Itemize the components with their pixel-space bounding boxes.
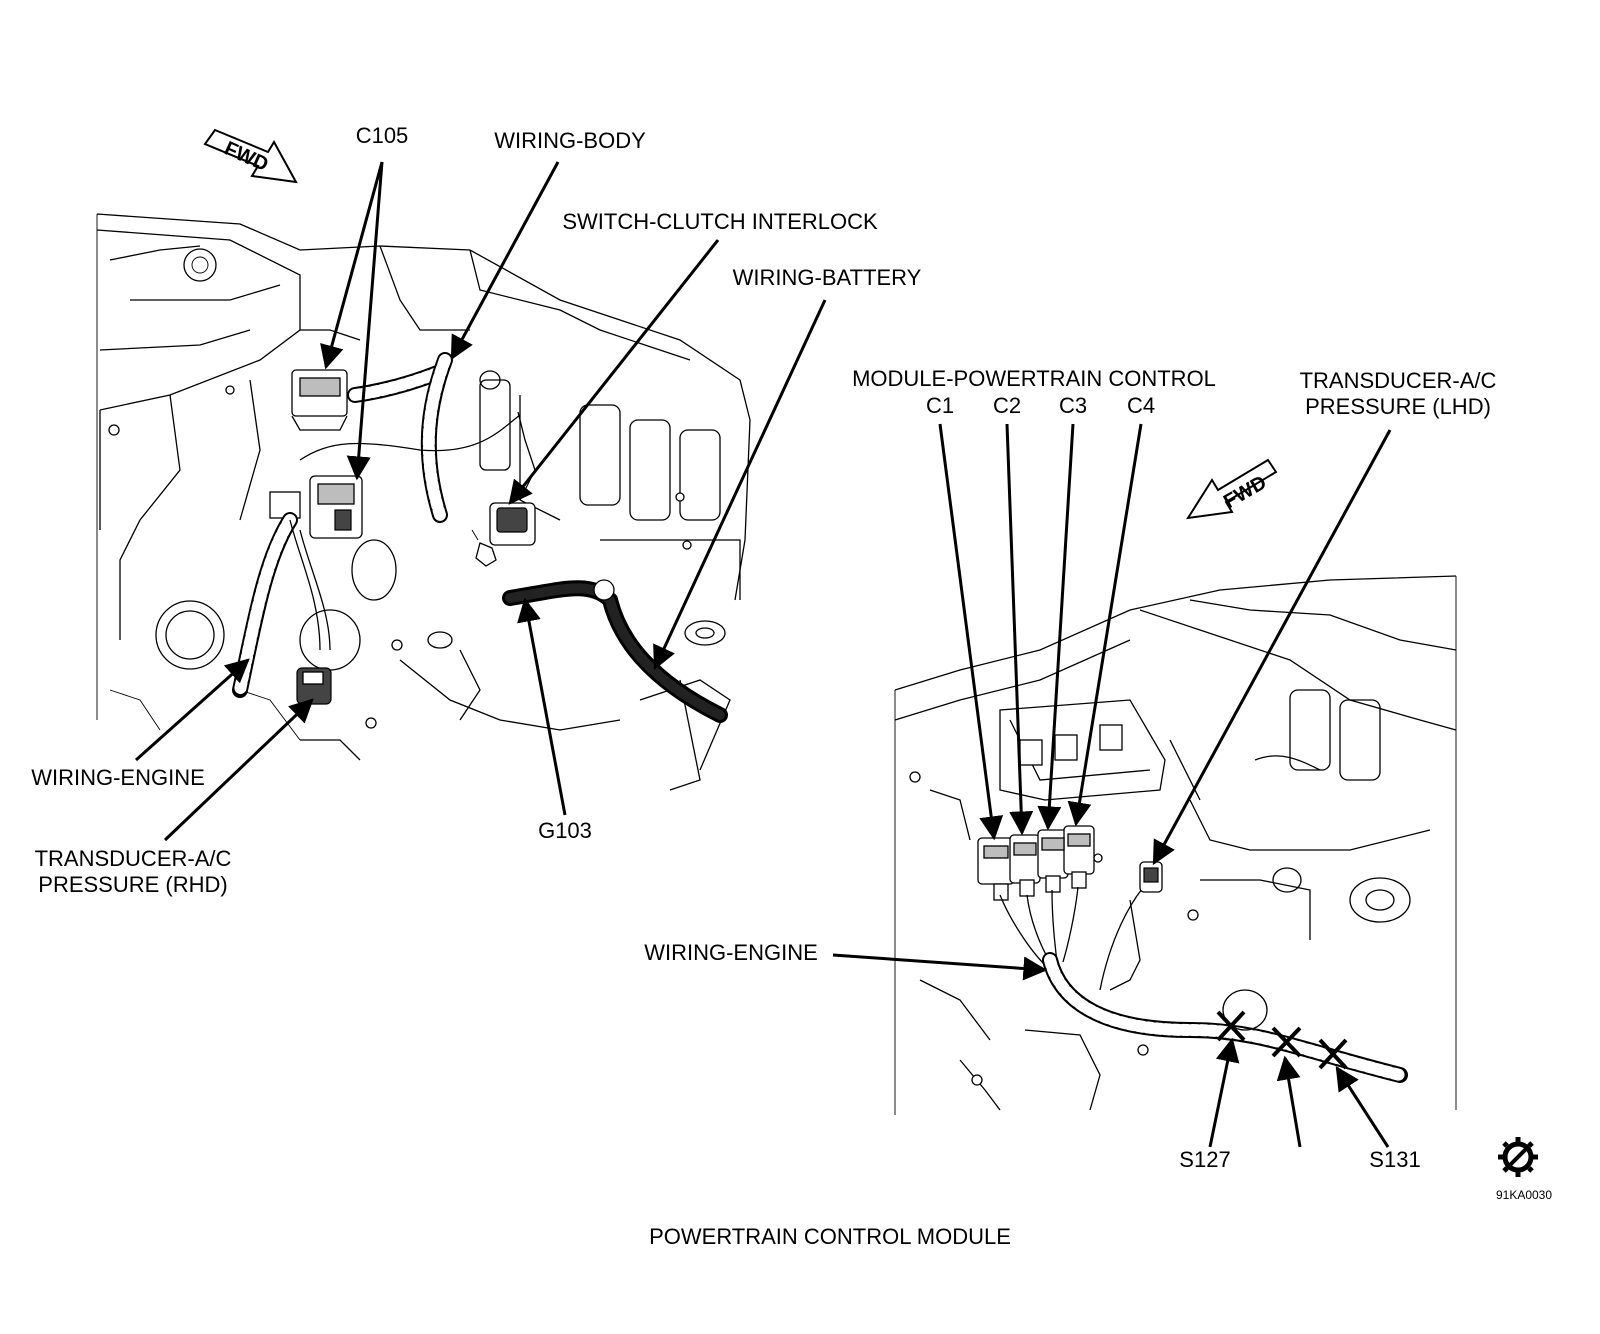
label-wiring-body: WIRING-BODY: [494, 128, 646, 153]
label-s127: S127: [1179, 1147, 1230, 1172]
label-transducer-rhd-line2: PRESSURE (RHD): [38, 872, 227, 897]
label-c2: C2: [993, 393, 1021, 418]
right-engine-view: [894, 575, 1457, 1115]
label-module-powertrain-control: MODULE-POWERTRAIN CONTROL: [852, 366, 1216, 391]
fwd-arrow-right: FWD: [1186, 458, 1278, 520]
gear-logo-icon: [1498, 1137, 1538, 1177]
leader-lines-right: [832, 423, 1392, 1148]
label-switch-clutch-interlock: SWITCH-CLUTCH INTERLOCK: [562, 209, 878, 234]
label-transducer-lhd-line1: TRANSDUCER-A/C: [1300, 368, 1497, 393]
left-engine-view: [96, 213, 751, 791]
label-c3: C3: [1059, 393, 1087, 418]
label-wiring-battery: WIRING-BATTERY: [733, 265, 922, 290]
label-c105: C105: [356, 123, 409, 148]
label-transducer-lhd-line2: PRESSURE (LHD): [1305, 394, 1491, 419]
label-wiring-engine-left: WIRING-ENGINE: [31, 765, 205, 790]
label-wiring-engine-right: WIRING-ENGINE: [644, 940, 818, 965]
label-c1: C1: [926, 393, 954, 418]
label-c4: C4: [1127, 393, 1155, 418]
figure-id: 91KA0030: [1496, 1188, 1552, 1202]
diagram-caption: POWERTRAIN CONTROL MODULE: [649, 1224, 1011, 1249]
splice-marks: [1216, 1010, 1348, 1070]
leader-lines-left: [135, 161, 827, 842]
label-transducer-rhd-line1: TRANSDUCER-A/C: [35, 846, 232, 871]
label-g103: G103: [538, 818, 592, 843]
label-s131: S131: [1369, 1147, 1420, 1172]
pcm-connectors: [977, 825, 1095, 901]
fwd-arrow-left: FWD: [203, 128, 298, 184]
